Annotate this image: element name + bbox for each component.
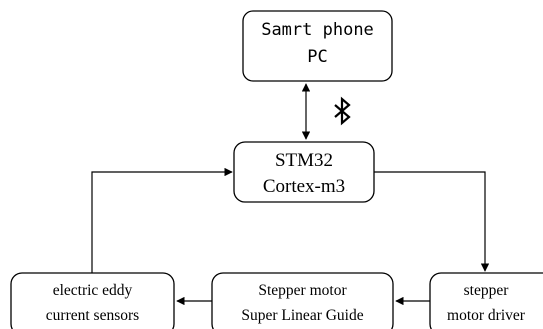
node-linear-guide: Stepper motor Super Linear Guide <box>211 272 394 329</box>
link-sensors-stm32 <box>91 167 233 274</box>
node-sensors-line2: current sensors <box>46 307 139 324</box>
node-motor-driver: stepper motor driver <box>429 272 543 329</box>
node-stm32-line2: Cortex-m3 <box>263 176 345 197</box>
node-motor-driver-line1: stepper <box>464 282 510 299</box>
link-stm32-driver <box>374 171 490 272</box>
node-smartphone-pc-box <box>242 10 393 82</box>
node-linear-guide-line2: Super Linear Guide <box>241 307 363 324</box>
node-stm32: STM32 Cortex-m3 <box>233 141 375 203</box>
node-motor-driver-box <box>429 272 543 329</box>
node-sensors-box <box>10 272 175 329</box>
node-linear-guide-line1: Stepper motor <box>258 282 347 299</box>
node-smartphone-pc-line1: Samrt phone <box>261 20 374 40</box>
node-sensors-line1: electric eddy <box>53 282 133 299</box>
node-linear-guide-box <box>211 272 394 329</box>
node-motor-driver-line2: motor driver <box>447 307 526 324</box>
node-sensors: electric eddy current sensors <box>10 272 175 329</box>
node-smartphone-pc: Samrt phone PC <box>242 10 393 82</box>
bluetooth-icon <box>334 96 351 126</box>
node-smartphone-pc-line2: PC <box>307 47 327 67</box>
node-stm32-line1: STM32 <box>275 150 333 171</box>
